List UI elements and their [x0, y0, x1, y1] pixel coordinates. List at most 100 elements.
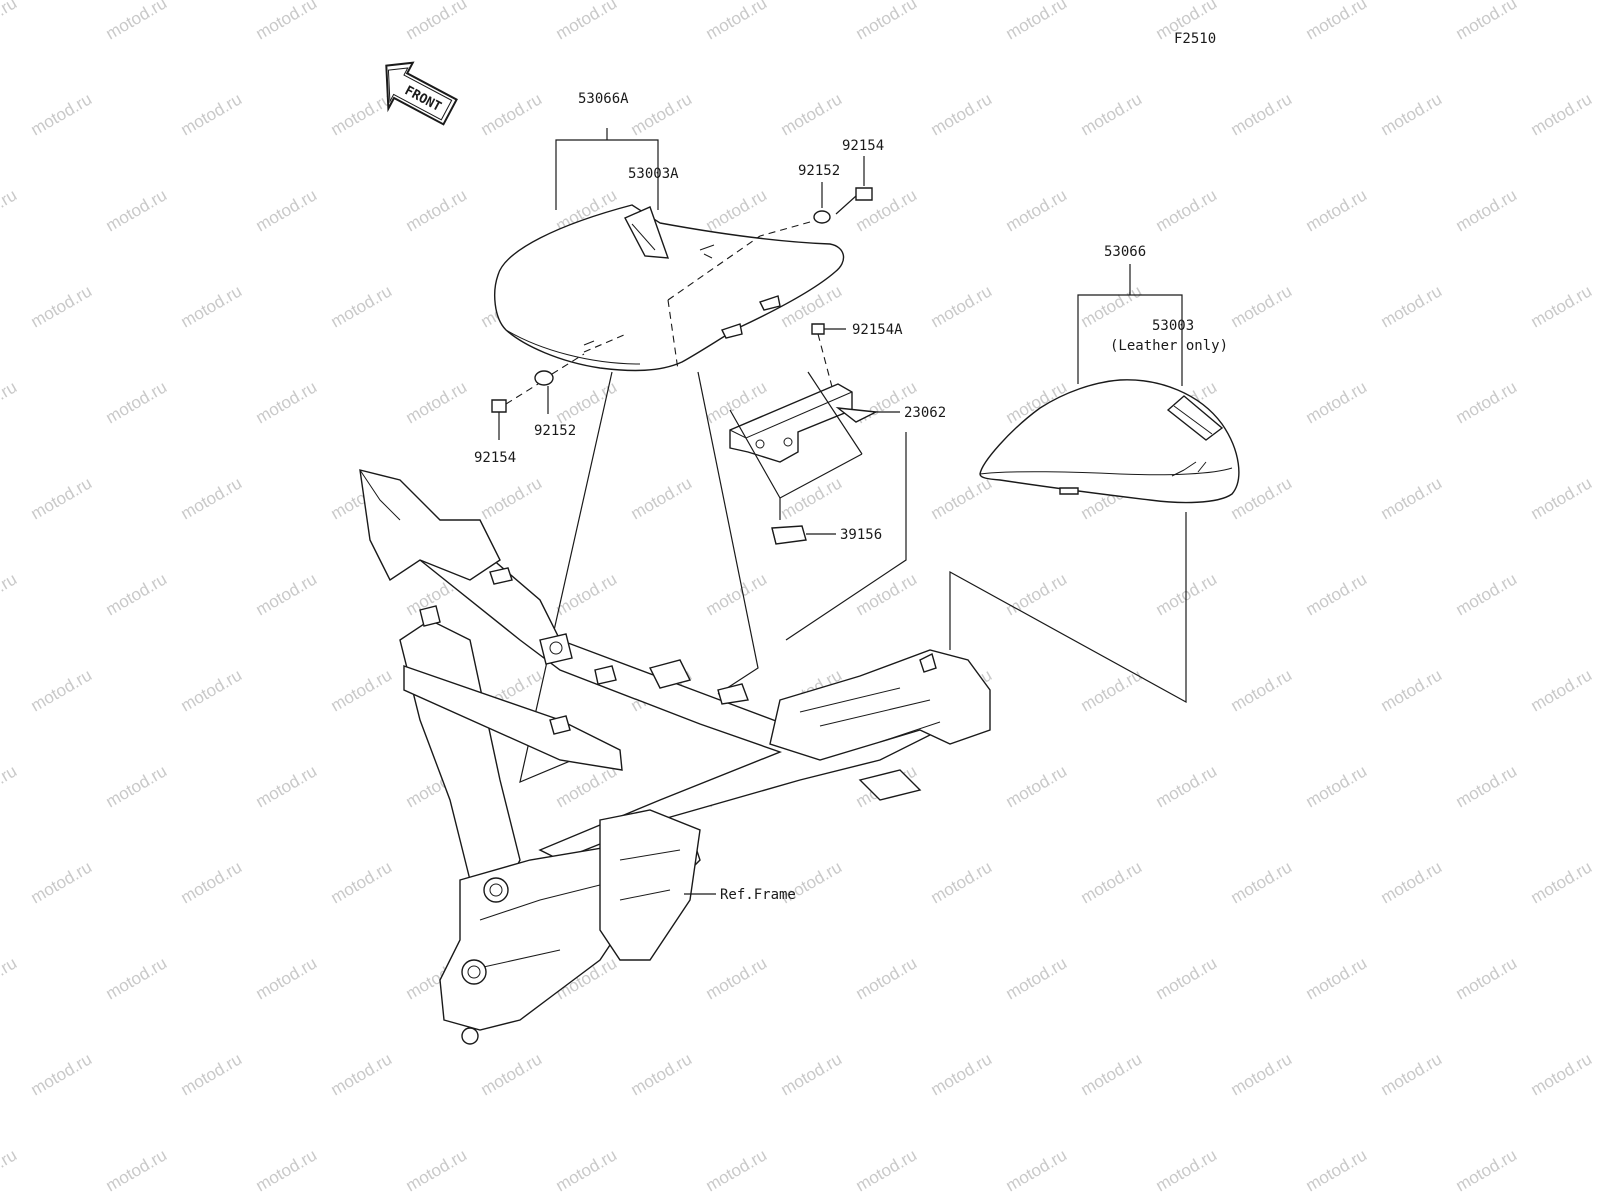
- callout-53003A: 53003A: [628, 166, 679, 182]
- watermark-text: motod.ru: [553, 761, 621, 811]
- watermark-text: motod.ru: [403, 377, 471, 427]
- watermark-text: motod.ru: [28, 1049, 96, 1099]
- watermark-text: motod.ru: [1453, 569, 1521, 619]
- watermark-text: motod.ru: [28, 665, 96, 715]
- watermark-text: motod.ru: [703, 185, 771, 235]
- watermark-text: motod.ru: [403, 0, 471, 43]
- watermark-text: motod.ru: [403, 1145, 471, 1195]
- watermark-text: motod.ru: [1303, 953, 1371, 1003]
- front-seat-drawing: [494, 204, 845, 372]
- watermark-text: motod.ru: [1378, 281, 1446, 331]
- watermark-text: motod.ru: [103, 761, 171, 811]
- watermark-text: motod.ru: [928, 473, 996, 523]
- watermark-text: motod.ru: [103, 377, 171, 427]
- watermark-text: motod.ru: [328, 89, 396, 139]
- watermark-text: motod.ru: [28, 473, 96, 523]
- watermark-text: motod.ru: [1378, 665, 1446, 715]
- watermark-text: motod.ru: [1228, 665, 1296, 715]
- watermark-text: motod.ru: [328, 1049, 396, 1099]
- watermark-text: motod.ru: [253, 761, 321, 811]
- watermark-text: motod.ru: [703, 0, 771, 43]
- watermark-text: motod.ru: [1378, 89, 1446, 139]
- watermark-text: motod.ru: [0, 953, 20, 1003]
- figure-code: F2510: [1174, 31, 1216, 47]
- watermark-text: motod.ru: [28, 281, 96, 331]
- watermark-text: motod.ru: [853, 953, 921, 1003]
- watermark-text: motod.ru: [178, 89, 246, 139]
- watermark-text: motod.ru: [1303, 1145, 1371, 1195]
- watermark-text: motod.ru: [1453, 761, 1521, 811]
- watermark-text: motod.ru: [1528, 473, 1596, 523]
- watermark-text: motod.ru: [1003, 0, 1071, 43]
- watermark-text: motod.ru: [478, 473, 546, 523]
- bolt-92154A-icon: [811, 323, 825, 335]
- callout-53066A: 53066A: [578, 91, 629, 107]
- watermark-text: motod.ru: [178, 473, 246, 523]
- watermark-text: motod.ru: [1003, 185, 1071, 235]
- callout-39156: 39156: [840, 527, 882, 543]
- watermark-text: motod.ru: [253, 0, 321, 43]
- watermark-text: motod.ru: [853, 1145, 921, 1195]
- watermark-text: motod.ru: [28, 857, 96, 907]
- callout-53066: 53066: [1104, 244, 1146, 260]
- watermark-text: motod.ru: [1153, 185, 1221, 235]
- watermark-text: motod.ru: [103, 569, 171, 619]
- watermark-text: motod.ru: [703, 1145, 771, 1195]
- watermark-text: motod.ru: [703, 569, 771, 619]
- watermark-text: motod.ru: [1453, 185, 1521, 235]
- watermark-text: motod.ru: [1078, 89, 1146, 139]
- watermark-text: motod.ru: [553, 0, 621, 43]
- watermark-text: motod.ru: [1453, 1145, 1521, 1195]
- watermark-text: motod.ru: [553, 1145, 621, 1195]
- callout-53003-note: (Leather only): [1110, 338, 1228, 354]
- front-direction-arrow-icon: FRONT: [385, 61, 458, 126]
- watermark-text: motod.ru: [1453, 953, 1521, 1003]
- watermark-text: motod.ru: [628, 1049, 696, 1099]
- callout-92154-left: 92154: [474, 450, 516, 466]
- watermark-text: motod.ru: [928, 1049, 996, 1099]
- watermark-text: motod.ru: [1528, 665, 1596, 715]
- watermark-text: motod.ru: [253, 377, 321, 427]
- watermark-text: motod.ru: [928, 89, 996, 139]
- watermark-text: motod.ru: [1078, 281, 1146, 331]
- watermark-text: motod.ru: [853, 0, 921, 43]
- callout-92152-left: 92152: [534, 423, 576, 439]
- callout-bracket-53066: [1077, 294, 1183, 386]
- frame-reference-label: Ref.Frame: [720, 887, 796, 903]
- bolt-92154-top-icon: [835, 187, 873, 215]
- watermark-text: motod.ru: [928, 281, 996, 331]
- rear-seat-drawing: [979, 379, 1240, 504]
- watermark-text: motod.ru: [178, 857, 246, 907]
- watermark-text: motod.ru: [253, 1145, 321, 1195]
- watermark-text: motod.ru: [628, 473, 696, 523]
- frame-drawing: [359, 469, 991, 1045]
- watermark-text: motod.ru: [403, 185, 471, 235]
- watermark-text: motod.ru: [1303, 377, 1371, 427]
- watermark-text: motod.ru: [778, 89, 846, 139]
- watermark-text: motod.ru: [1153, 1145, 1221, 1195]
- watermark-text: motod.ru: [253, 569, 321, 619]
- watermark-text: motod.ru: [328, 665, 396, 715]
- callout-92154A: 92154A: [852, 322, 903, 338]
- watermark-text: motod.ru: [103, 953, 171, 1003]
- watermark-text: motod.ru: [1078, 665, 1146, 715]
- watermark-text: motod.ru: [0, 1145, 20, 1195]
- watermark-text: motod.ru: [478, 89, 546, 139]
- watermark-text: motod.ru: [1378, 857, 1446, 907]
- watermark-text: motod.ru: [0, 185, 20, 235]
- collar-92152-left-icon: [534, 370, 554, 386]
- bolt-92154-left-icon: [491, 399, 507, 413]
- watermark-text: motod.ru: [1003, 953, 1071, 1003]
- watermark-text: motod.ru: [1528, 89, 1596, 139]
- watermark-text: motod.ru: [1528, 281, 1596, 331]
- watermark-text: motod.ru: [1003, 761, 1071, 811]
- watermark-text: motod.ru: [328, 281, 396, 331]
- watermark-text: motod.ru: [853, 569, 921, 619]
- watermark-text: motod.ru: [1003, 569, 1071, 619]
- watermark-text: motod.ru: [1078, 857, 1146, 907]
- watermark-text: motod.ru: [178, 665, 246, 715]
- watermark-text: motod.ru: [1453, 0, 1521, 43]
- watermark-text: motod.ru: [253, 953, 321, 1003]
- watermark-text: motod.ru: [103, 185, 171, 235]
